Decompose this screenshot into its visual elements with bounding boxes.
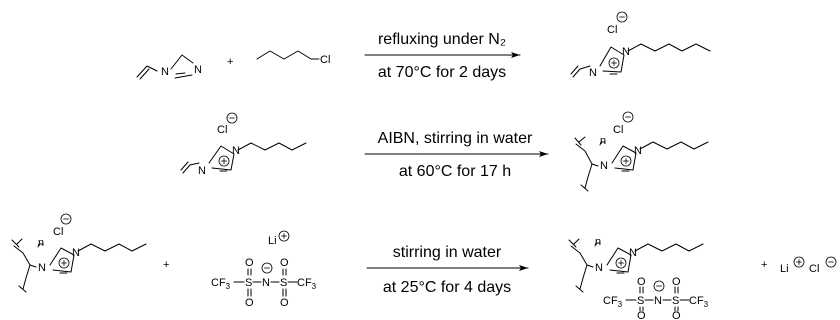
imidazolium-chloride-product: N N Cl xyxy=(570,11,711,79)
product1-chloride: Cl xyxy=(607,24,617,36)
conditions-3-below: at 25°C for 4 days xyxy=(383,279,511,296)
monomer-chloride: Cl xyxy=(217,124,227,136)
conditions-2-above: AIBN, stirring in water xyxy=(378,130,533,147)
litfsi-cf3-left: CF3 xyxy=(211,277,231,291)
litfsi-o4: O xyxy=(280,297,289,309)
reaction-arrow-1: refluxing under N₂ at 70°C for 2 days xyxy=(364,31,521,81)
conditions-2-below: at 60°C for 17 h xyxy=(399,163,511,180)
product2-n1: N xyxy=(600,160,608,172)
chlorobutane-molecule: Cl xyxy=(256,50,330,66)
reagent3-n1: N xyxy=(38,262,46,274)
product2-n3: N xyxy=(634,145,642,157)
reaction-row-1: N N + Cl refluxing under N₂ at 70°C for … xyxy=(136,11,711,81)
licl-byproduct: Li Cl xyxy=(780,256,837,275)
product3-o3: O xyxy=(672,276,681,288)
monomer-n3: N xyxy=(232,145,240,157)
imidazolium-monomer: N N Cl xyxy=(180,112,307,177)
chlorobutane-cl: Cl xyxy=(320,54,330,66)
product2-chloride: Cl xyxy=(613,124,623,136)
product3-o4: O xyxy=(672,310,681,320)
litfsi-o2: O xyxy=(245,297,254,309)
product3-n3: N xyxy=(629,247,637,259)
monomer-n1: N xyxy=(198,165,206,177)
reagent3-chloride: Cl xyxy=(53,226,63,238)
product3-cf3-right: CF3 xyxy=(689,295,709,309)
litfsi-cf3-right: CF3 xyxy=(297,277,317,291)
reaction-row-3: n N N Cl + Li CF3 S N S CF3 O O xyxy=(11,213,837,320)
byproduct-cl: Cl xyxy=(809,263,819,275)
reaction-arrow-2: AIBN, stirring in water at 60°C for 17 h xyxy=(364,130,549,180)
product3-s-left: S xyxy=(637,295,644,307)
reaction-arrow-3: stirring in water at 25°C for 4 days xyxy=(366,244,529,296)
product3-s-right: S xyxy=(672,295,679,307)
reaction-row-2: N N Cl AIBN, stirring in water at 60°C f… xyxy=(180,111,709,192)
plus-sign-3: + xyxy=(761,259,767,271)
product3-o1: O xyxy=(637,276,646,288)
litfsi-n: N xyxy=(262,277,270,289)
product3-n1: N xyxy=(595,262,603,274)
litfsi-s-left: S xyxy=(245,277,252,289)
litfsi-s-right: S xyxy=(280,277,287,289)
conditions-1-above: refluxing under N₂ xyxy=(378,31,506,48)
byproduct-li: Li xyxy=(780,263,789,275)
reagent3-subscript-n: n xyxy=(38,237,44,249)
poly-imidazolium-chloride-reagent: n N N Cl xyxy=(11,213,147,293)
poly-imidazolium-tfsi-product: n N N CF3 S N S CF3 O O O O xyxy=(568,236,709,320)
conditions-1-below: at 70°C for 2 days xyxy=(378,64,506,81)
reagent3-n3: N xyxy=(72,247,80,259)
vinylimidazole-n3: N xyxy=(194,64,202,76)
product1-n1: N xyxy=(589,67,597,79)
litfsi-o1: O xyxy=(245,257,254,269)
litfsi-li: Li xyxy=(268,235,277,247)
vinylimidazole-molecule: N N xyxy=(136,54,202,80)
plus-sign-1: + xyxy=(227,56,233,68)
product3-cf3-left: CF3 xyxy=(603,295,623,309)
conditions-3-above: stirring in water xyxy=(393,244,502,261)
litfsi-o3: O xyxy=(280,257,289,269)
product2-subscript-n: n xyxy=(600,135,606,147)
product3-o2: O xyxy=(637,310,646,320)
product3-tfsi-n: N xyxy=(654,295,662,307)
product3-subscript-n: n xyxy=(595,236,601,248)
litfsi-salt: Li CF3 S N S CF3 O O O O xyxy=(211,230,317,309)
poly-imidazolium-chloride-product: n N N Cl xyxy=(574,111,709,192)
plus-sign-2: + xyxy=(163,259,169,271)
vinylimidazole-n1: N xyxy=(161,66,169,78)
product1-n3: N xyxy=(622,46,630,58)
